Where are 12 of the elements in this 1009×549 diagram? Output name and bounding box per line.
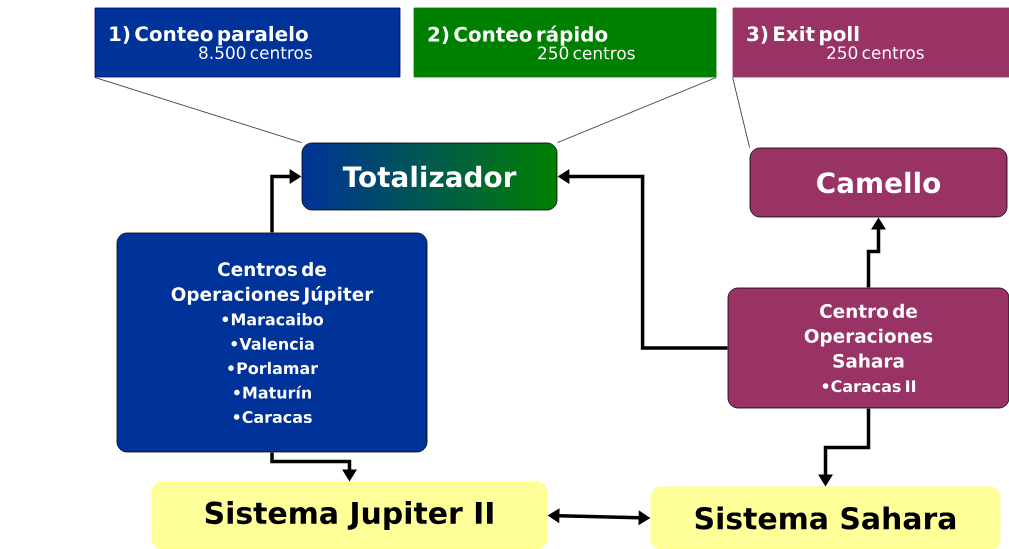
process-box: Totalizador	[301, 142, 558, 211]
process-box: Centros de Operaciones Júpiter •Maracaibo •Valencia •Porlamar •Maturín •Caracas	[116, 232, 428, 453]
process-box: Centro de Operaciones Sahara •Caracas II	[727, 287, 1009, 409]
connector-line	[94, 77, 302, 143]
info-box: 1) Conteo paralelo 8.500 centros	[94, 7, 401, 78]
process-box: Camello	[749, 147, 1008, 218]
info-box: 2) Conteo rápido 250 centros	[413, 7, 717, 78]
connector-line	[557, 77, 717, 143]
connector-line	[732, 77, 750, 148]
system-box: Sistema Sahara	[650, 486, 1001, 549]
info-box: 3) Exit poll 250 centros	[732, 7, 1009, 78]
system-box: Sistema Jupiter II	[151, 481, 548, 549]
